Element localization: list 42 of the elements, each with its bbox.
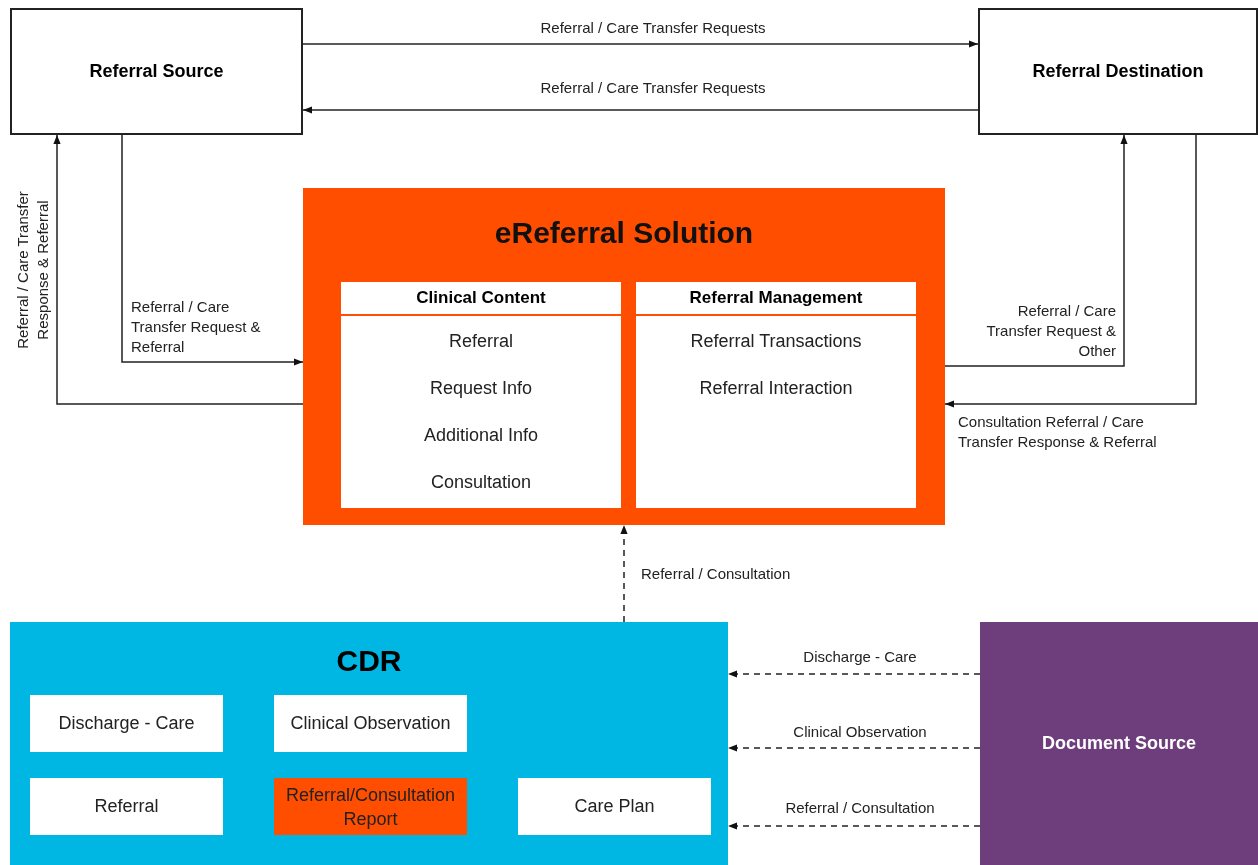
data-box: Care Plan [518,778,711,835]
edge-label: Referral / Care Transfer Request & Other [985,301,1116,361]
container-title: CDR [336,643,402,679]
edge-label: Referral / Care Transfer Response & Referral [13,190,52,351]
module-panel [636,282,916,508]
data-box: Discharge - Care [30,695,223,752]
edge-label: Referral / Care Transfer Requests [539,78,767,98]
panel-item: Consultation [430,470,532,494]
arrow [944,134,1128,367]
panel-heading: Referral Management [636,282,916,316]
module-panel [341,282,621,508]
edge-label: Consultation Referral / Care Transfer Response & Referral [958,412,1158,452]
edge-label: Discharge - Care [802,647,918,667]
edge-label: Referral / Consultation [641,564,792,584]
dashed-arrow [727,670,981,678]
panel-item: Additional Info [423,423,539,447]
system-container [303,188,945,525]
arrow [302,40,979,48]
arrow [302,106,979,114]
arrow [121,134,304,366]
data-box: Referral [30,778,223,835]
dashed-arrow [620,524,628,623]
system-box: Referral Destination [978,8,1258,135]
data-box: Referral/Consultation Report [274,778,467,835]
edge-label: Referral / Consultation [784,798,936,818]
panel-heading: Clinical Content [341,282,621,316]
system-box: Referral Source [10,8,303,135]
panel-item: Referral [449,329,513,353]
dashed-arrow [727,822,981,830]
container-title: eReferral Solution [494,215,754,251]
panel-item: Referral Transactions [690,329,862,353]
arrow [944,134,1197,408]
data-box: Clinical Observation [274,695,467,752]
arrow [53,134,304,405]
edge-label: Referral / Care Transfer Request & Referral [131,297,262,357]
system-box: Document Source [980,622,1258,865]
dashed-arrow [727,744,981,752]
panel-item: Request Info [429,376,533,400]
repository-container [10,622,728,865]
panel-item: Referral Interaction [699,376,853,400]
edge-label: Clinical Observation [792,722,928,742]
edge-label: Referral / Care Transfer Requests [539,18,767,38]
